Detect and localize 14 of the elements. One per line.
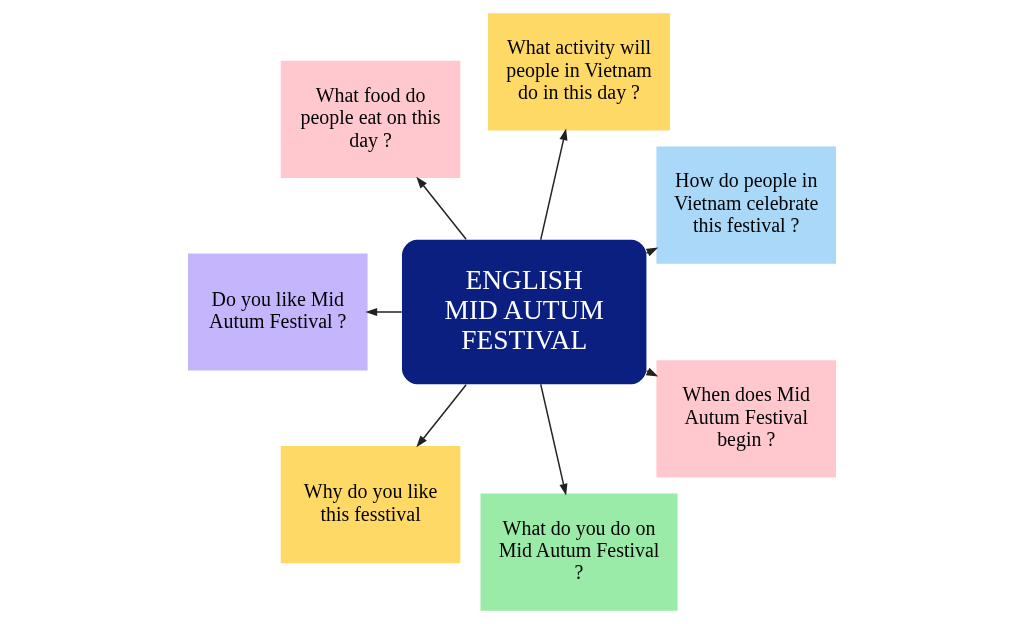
node-box: What do you do on Mid Autum Festival ? xyxy=(480,493,678,611)
arrow xyxy=(365,307,403,317)
node-box: Do you like Mid Autum Festival ? xyxy=(188,253,368,371)
arrow xyxy=(645,367,659,377)
arrow xyxy=(540,128,568,241)
node-box: What activity will people in Vietnam do in this day ? xyxy=(488,13,671,131)
node-box: How do people in Vietnam celebrate this festival ? xyxy=(656,146,836,264)
arrow xyxy=(540,383,568,496)
node-box: What food do people eat on this day ? xyxy=(280,60,461,178)
arrow xyxy=(416,176,467,240)
node-box: Why do you like this fesstival xyxy=(280,446,461,564)
arrow xyxy=(645,247,659,257)
arrow xyxy=(416,384,467,448)
node-box: When does Mid Autum Festival begin ? xyxy=(656,360,836,478)
